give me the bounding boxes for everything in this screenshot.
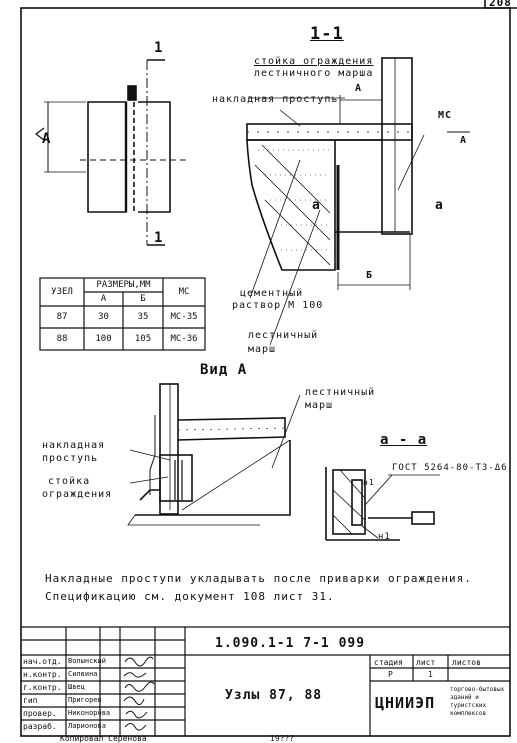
table-header-ms: МС (178, 287, 190, 297)
label-marsh-2: марш (248, 344, 277, 355)
view-a-marsh-1: лестничный (305, 387, 376, 398)
table-header-uzel: УЗЕЛ (51, 287, 73, 297)
role-label: гип (23, 696, 38, 705)
a-arrow-label: А (460, 135, 468, 146)
dim-b-label: Б (366, 270, 374, 281)
table-cell: МС-35 (170, 312, 198, 322)
plan-sketch (35, 59, 190, 246)
title-block-lines (21, 626, 510, 736)
view-a-stoyka-1: стойка (48, 476, 91, 487)
section-aa-detail (325, 467, 440, 541)
doc-code: 1.090.1-1 7-1 099 (215, 636, 366, 651)
stadia-header: стадия (374, 658, 403, 667)
label-nakladnaya: накладная проступь (212, 94, 339, 105)
alpha-right: а (435, 198, 444, 213)
note-line-2: Спецификацию см. документ 108 лист 31. (45, 590, 335, 603)
footer-year: 19??? (270, 734, 295, 743)
role-name: Ларионова (68, 722, 106, 730)
sizes-table (39, 277, 206, 351)
role-name: Никонорова (68, 709, 111, 717)
table-cell: 100 (95, 334, 112, 344)
note-line-1: Накладные проступи укладывать после прив… (45, 572, 472, 585)
doc-name: Узлы 87, 88 (225, 688, 323, 703)
view-a-stoyka-2: ограждения (42, 489, 113, 500)
section-1-1 (246, 57, 470, 346)
n1-label: н1 (378, 532, 391, 542)
table-header-sizes: РАЗМЕРЫ,ММ (96, 280, 151, 290)
section-aa-title: а - а (380, 432, 428, 448)
label-cement-1: цементный (240, 288, 304, 299)
view-a-marsh-2: марш (305, 400, 334, 411)
weld-n1-label: н1 (363, 478, 375, 487)
role-name: Волынский (68, 657, 106, 665)
view-a-title: Вид А (200, 362, 248, 378)
listov-header: листов (452, 658, 481, 667)
list-value: 1 (428, 670, 433, 679)
dim-a-label: А (355, 83, 363, 94)
label-stoyka-2: лестничного марша (254, 68, 374, 79)
view-a-detail (127, 383, 301, 526)
list-header: лист (416, 658, 436, 667)
org-name: ЦНИИЭП (375, 694, 436, 712)
table-cell: 87 (56, 312, 68, 322)
table-cell: МС-36 (170, 334, 198, 344)
label-stoyka-1: стойка ограждения (254, 56, 374, 67)
dim-a-plan: А (42, 131, 52, 147)
footer-copied: Копировал Серенова (60, 734, 147, 743)
section-marker-top: 1 (154, 40, 164, 56)
role-label: г.контр. (23, 683, 62, 692)
role-name: Силвина (68, 670, 98, 678)
sheet-frame (20, 7, 511, 737)
sheet-number: 208 (489, 0, 512, 9)
table-header-b: Б (140, 294, 146, 304)
role-name: Швец (68, 683, 85, 691)
table-cell: 35 (137, 312, 149, 322)
stadia-value: Р (388, 670, 393, 679)
alpha-left: а (312, 198, 321, 213)
table-cell: 88 (56, 334, 68, 344)
role-label: разраб. (23, 722, 57, 731)
section-title: 1-1 (310, 24, 344, 44)
role-name: Пригорев (68, 696, 102, 704)
role-label: н.контр. (23, 670, 62, 679)
role-label: нач.отд. (23, 657, 62, 666)
role-label: провер. (23, 709, 57, 718)
view-a-nakl-1: накладная (42, 440, 106, 451)
label-marsh-1: лестничный (248, 330, 319, 341)
org-subtitle: торгово-бытовых зданий и туристских комп… (450, 686, 505, 717)
table-cell: 105 (134, 334, 152, 344)
table-header-a: А (100, 294, 107, 304)
gost-label: ГОСТ 5264-80-Т3-Δ6 (392, 463, 508, 473)
table-cell: 30 (98, 312, 109, 322)
label-cement-2: раствор М 100 (232, 300, 324, 311)
section-marker-bottom: 1 (154, 230, 164, 246)
view-a-nakl-2: проступь (42, 453, 99, 464)
ms-label: МС (438, 110, 453, 121)
